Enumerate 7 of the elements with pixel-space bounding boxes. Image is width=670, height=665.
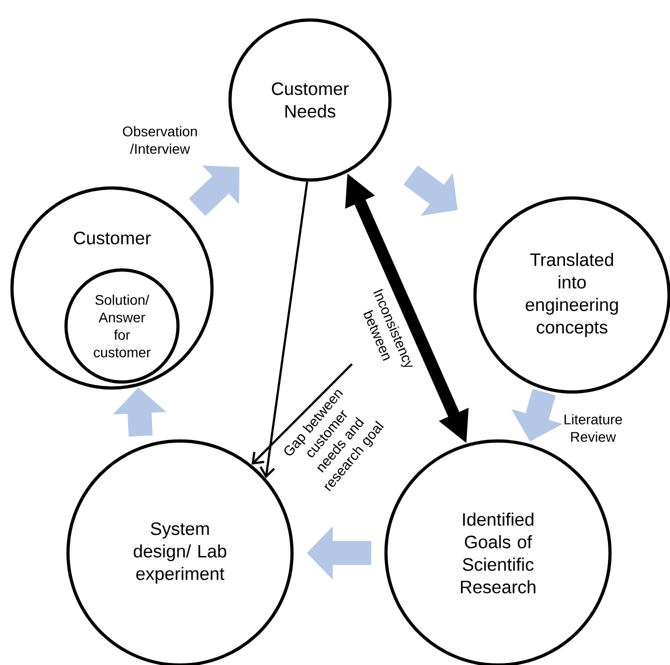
circle-node: Solution/ Answer for customer <box>64 268 180 384</box>
edge-label: Literature Review <box>564 414 622 442</box>
arrow <box>259 182 308 478</box>
edge-label: Observation /Interview <box>122 126 197 154</box>
circle-node: Customer Needs <box>228 18 392 182</box>
block-arrow <box>188 165 240 216</box>
arrow <box>252 363 353 465</box>
